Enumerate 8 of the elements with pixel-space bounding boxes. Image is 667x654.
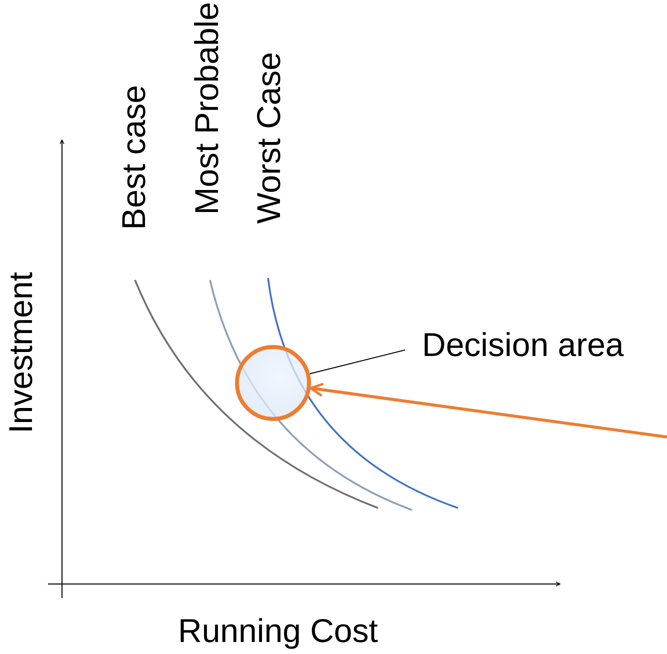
leader-line [309,350,406,374]
axis-title: Investment [4,272,37,434]
arrow [309,382,667,438]
curve-label: Best case [117,85,150,230]
callout-text: Decision area [422,328,624,361]
curve-label: Worst Case [252,52,285,224]
axis-title: Running Cost [178,614,378,647]
curve-label: Most Probable [190,2,223,215]
